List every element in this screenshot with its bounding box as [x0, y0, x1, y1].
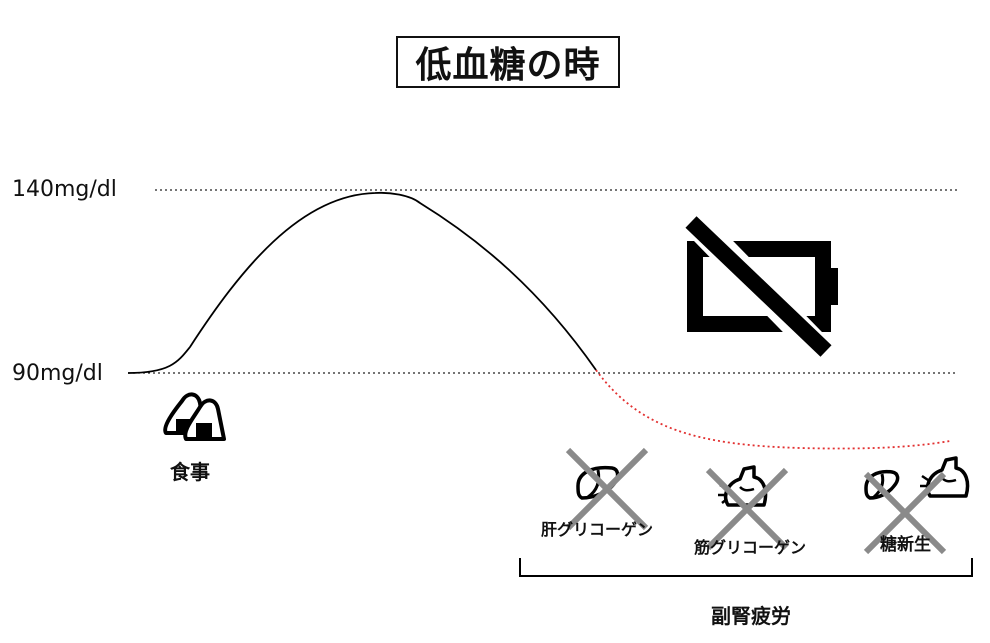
cross-line	[863, 471, 947, 555]
battery-off-icon	[684, 212, 838, 360]
cross-line	[705, 467, 789, 551]
y-label-high: 140mg/dl	[12, 177, 117, 202]
rice-ball-icon	[163, 392, 226, 441]
meal-label: 食事	[170, 460, 210, 484]
y-label-low: 90mg/dl	[12, 361, 103, 386]
mechanism-label-gluconeogenesis: 糖新生	[880, 535, 931, 555]
page-title: 低血糖の時	[396, 36, 620, 88]
cross-line	[565, 447, 649, 531]
hypoglycemia-curve	[595, 369, 951, 450]
bracket-label: 副腎疲労	[711, 604, 791, 628]
adrenal-fatigue-bracket	[519, 558, 973, 577]
glucose-curve	[127, 191, 597, 374]
mechanism-label-liver: 肝グリコーゲン	[541, 520, 654, 539]
mechanism-label-muscle: 筋グリコーゲン	[694, 538, 807, 557]
